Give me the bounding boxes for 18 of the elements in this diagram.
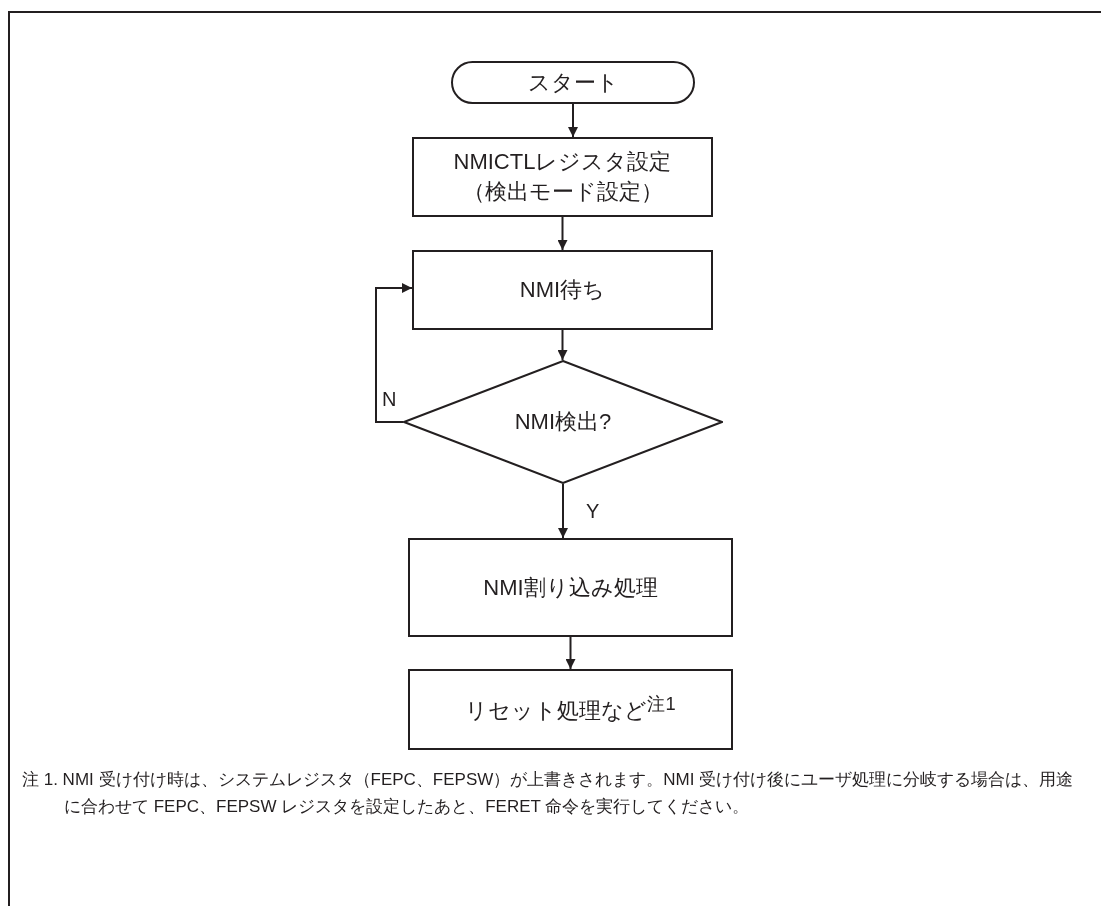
- start-terminal: [451, 61, 695, 104]
- process-box: [408, 538, 733, 637]
- node-text: NMI待ち: [519, 276, 606, 305]
- arrow: [565, 636, 576, 670]
- node-text: NMI検出?: [514, 408, 612, 437]
- process-box: [408, 669, 733, 750]
- process-box: [412, 250, 713, 330]
- node-text: スタート: [527, 68, 619, 97]
- footnote: 注 1. NMI 受け付け時は、システムレジスタ（FEPC、FEPSW）が上書きされます。NMI 受け付け後にユーザ処理に分岐する場合は、用途に合わせて FEPC、FEPSW レジスタを設定したあと、FERET 命令を実行してください。: [22, 769, 1075, 818]
- process-box: [412, 137, 713, 217]
- arrow: [375, 283, 413, 423]
- node-text: NMI割り込み処理: [483, 573, 658, 602]
- node-text: NMICTLレジスタ設定（検出モード設定）: [452, 148, 673, 206]
- arrow: [557, 216, 568, 251]
- node-text: リセット処理など$^{注1}$: [465, 692, 676, 726]
- arrow: [557, 329, 568, 361]
- arrow: [558, 483, 568, 539]
- arrow: [568, 103, 578, 138]
